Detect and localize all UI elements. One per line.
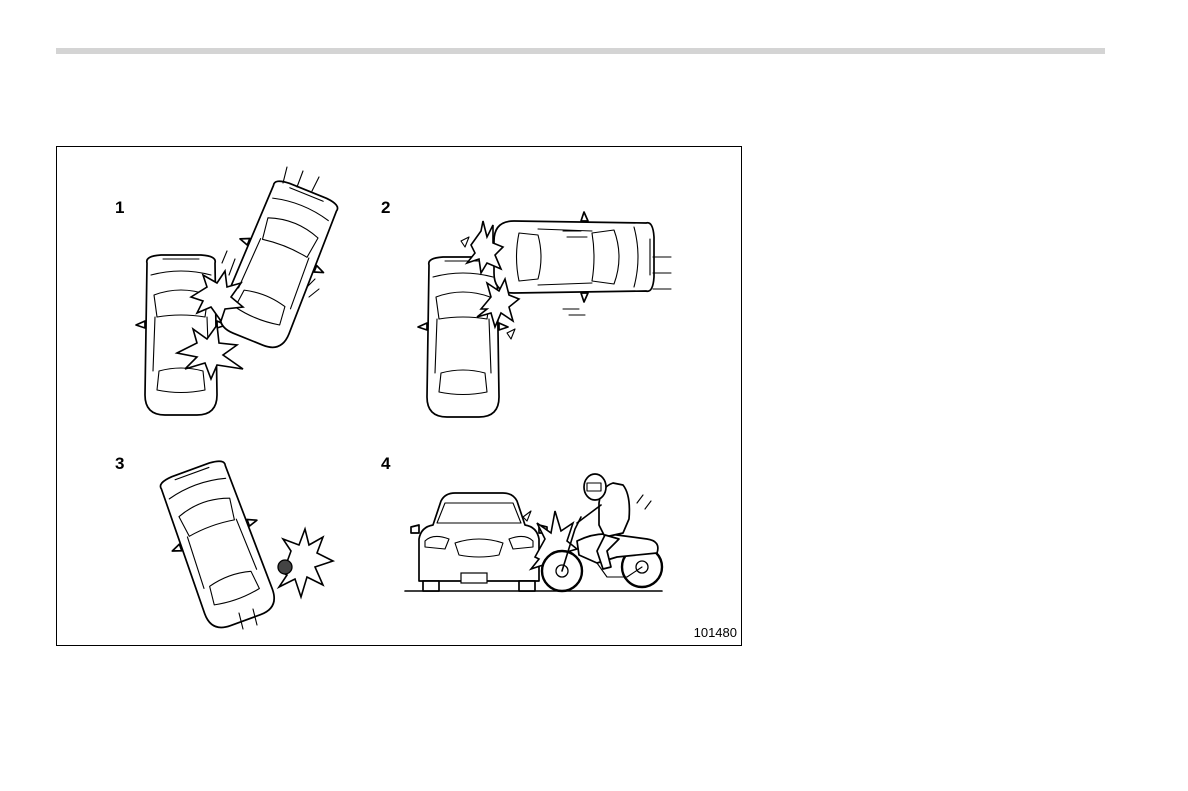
pole (278, 560, 292, 574)
collision-figure: 1 2 3 4 101480 (56, 146, 742, 646)
panel-number-3: 3 (115, 455, 124, 472)
panel-4-art (405, 474, 662, 591)
panel-number-1: 1 (115, 199, 124, 216)
car (148, 454, 287, 635)
collision-illustrations (57, 147, 743, 647)
car-impacting (494, 212, 654, 302)
car-impacting (206, 174, 349, 356)
panel-number-4: 4 (381, 455, 390, 472)
panel-3-art (148, 454, 333, 635)
figure-code: 101480 (694, 626, 737, 639)
panel-1-art (136, 167, 350, 415)
car-front (419, 493, 539, 581)
panel-number-2: 2 (381, 199, 390, 216)
header-rule (56, 48, 1105, 54)
panel-2-art (418, 212, 671, 417)
